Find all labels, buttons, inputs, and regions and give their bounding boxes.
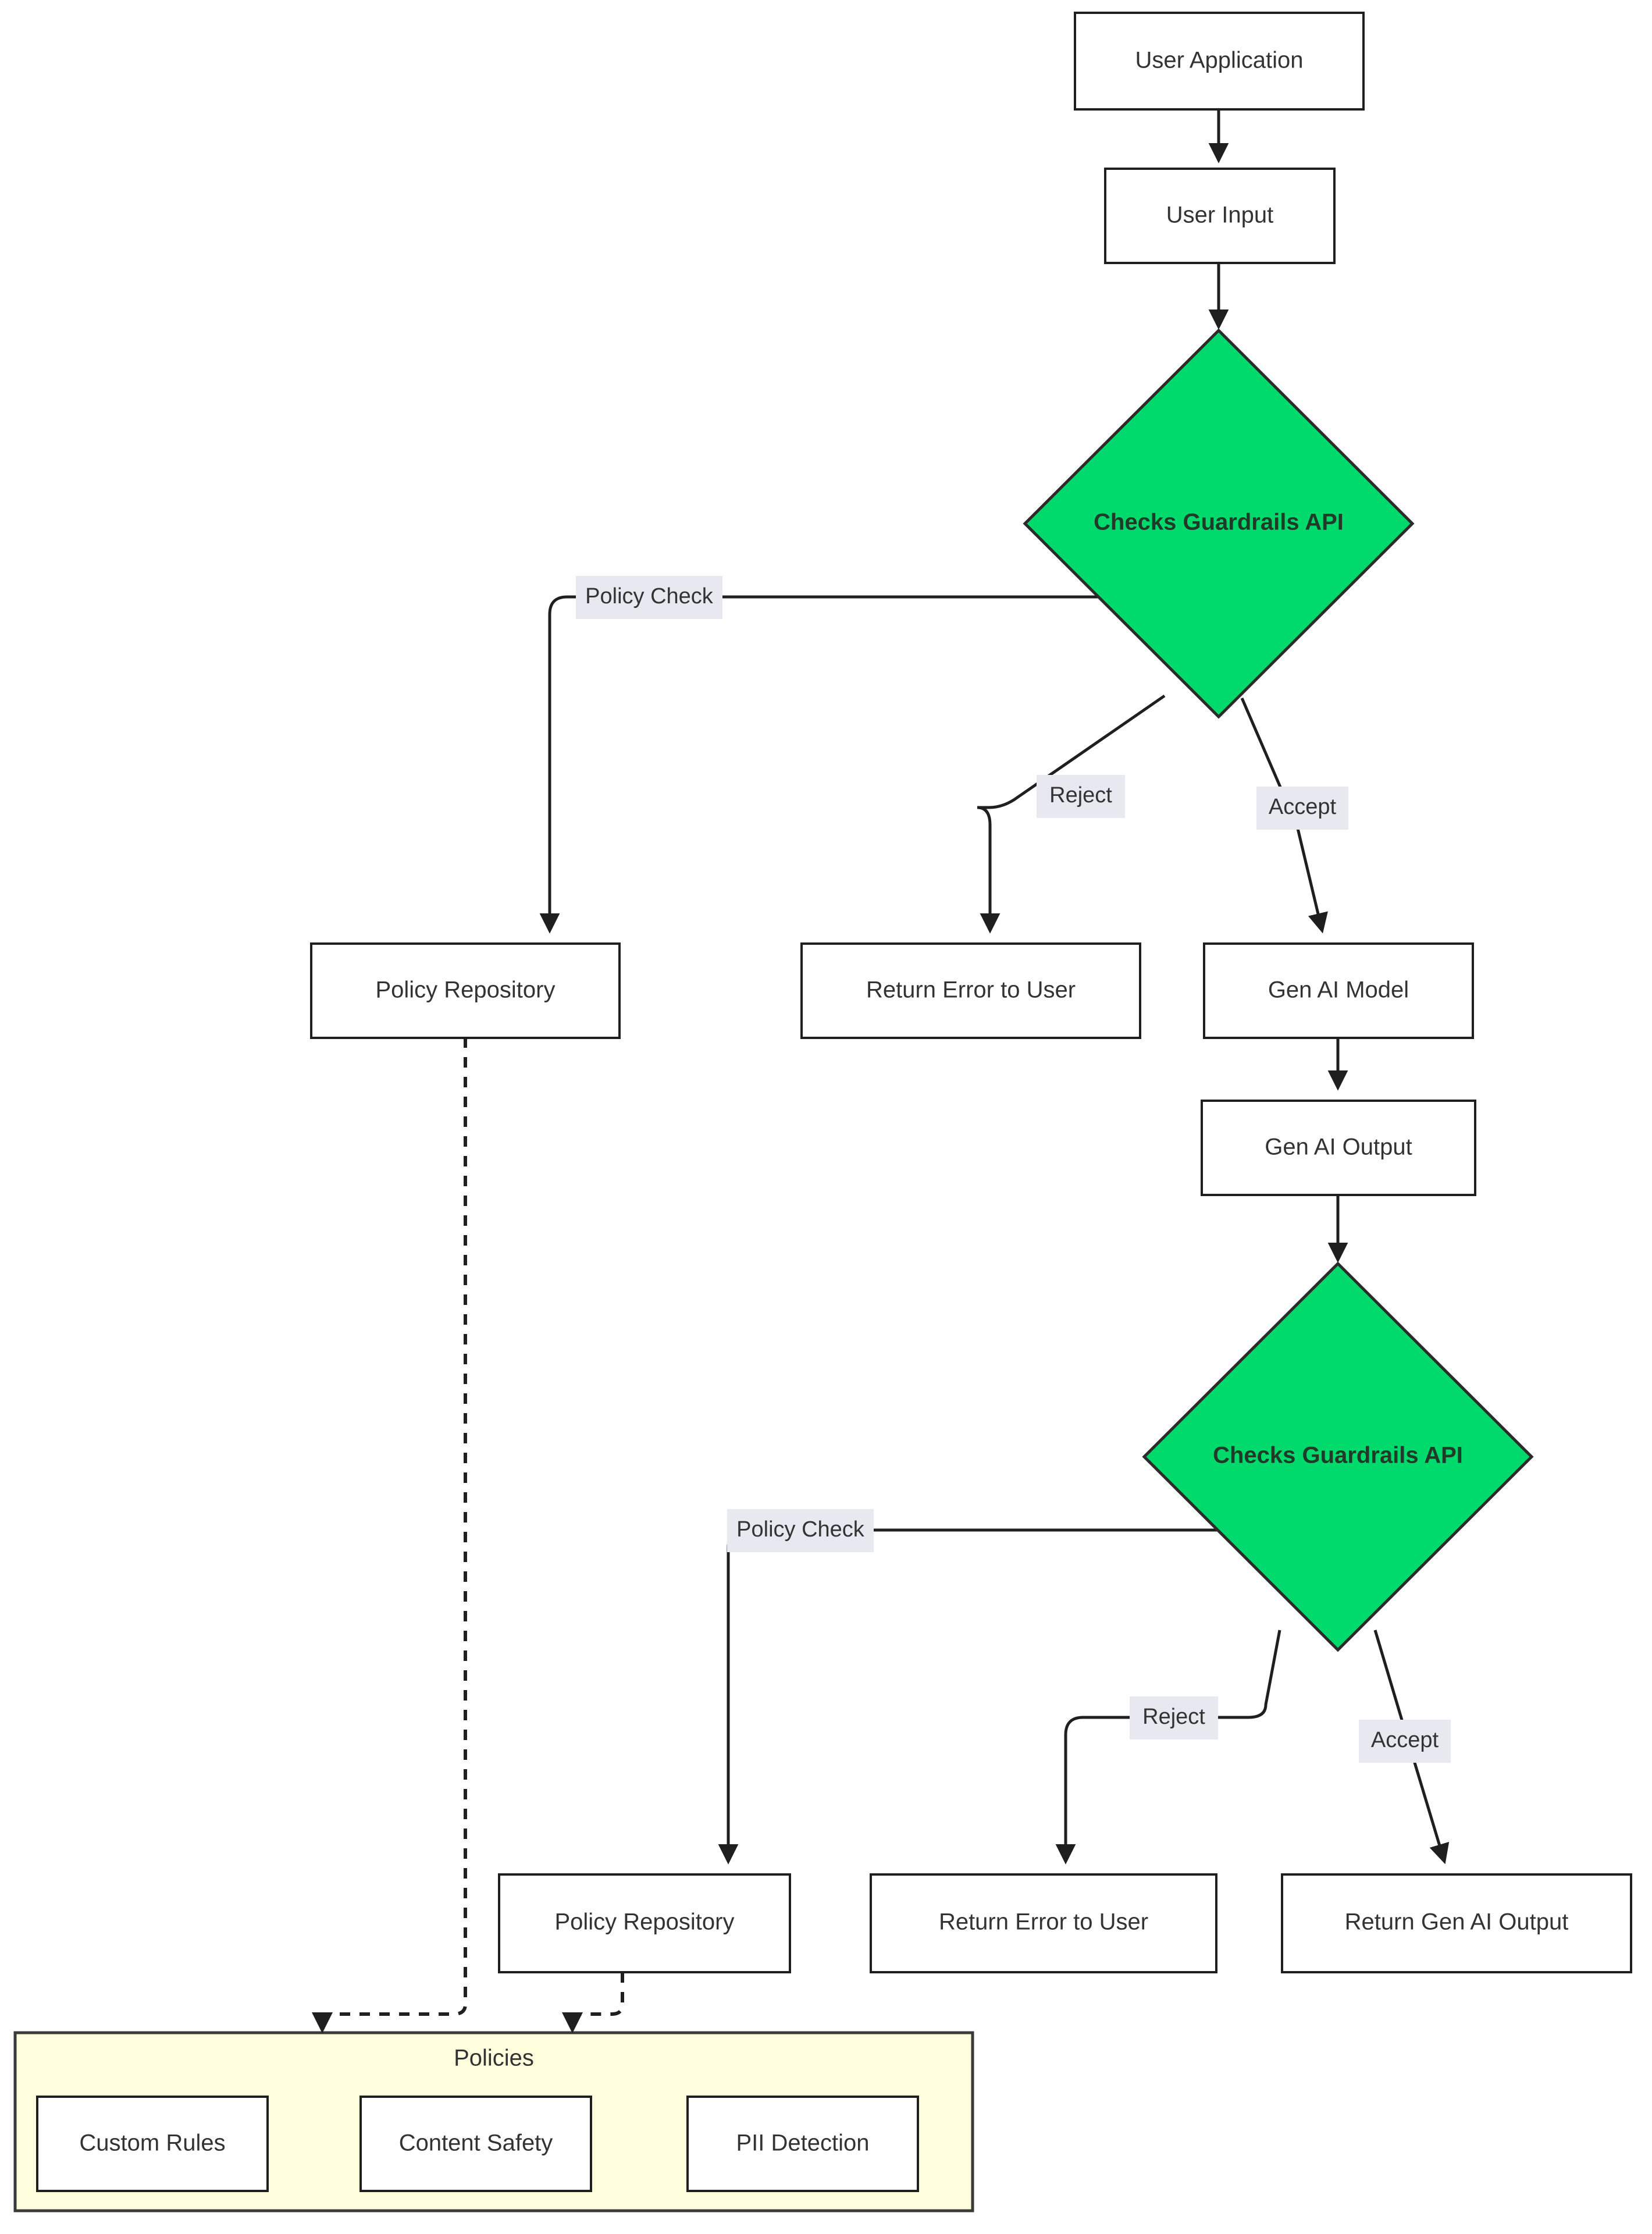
node-policy-repository-output-label: Policy Repository	[554, 1909, 734, 1935]
node-custom-rules-box[interactable]	[36, 2096, 269, 2192]
edge-label-reject-1: Reject	[1037, 775, 1125, 818]
node-policy-repository-input-box[interactable]	[310, 942, 621, 1039]
edge-label-reject-2: Reject	[1130, 1696, 1218, 1739]
node-custom-rules-label: Custom Rules	[79, 2130, 225, 2156]
node-return-error-output-box[interactable]	[870, 1873, 1217, 1973]
node-user-input[interactable]: User Input	[1104, 168, 1336, 264]
node-pii-detection-box[interactable]	[686, 2096, 919, 2192]
node-gen-ai-output-label: Gen AI Output	[1265, 1134, 1412, 1160]
edge-label-policy-check-1-bg	[576, 576, 722, 619]
edge-label-policy-check-2-text: Policy Check	[736, 1517, 865, 1542]
node-return-error-input-label: Return Error to User	[866, 977, 1076, 1003]
node-gen-ai-model-label: Gen AI Model	[1268, 977, 1409, 1003]
node-guardrails-output[interactable]: Checks Guardrails API	[1142, 1261, 1534, 1652]
node-user-application[interactable]: User Application	[1074, 12, 1365, 111]
edge-policy-repository-2-to-policies	[562, 1972, 624, 2033]
node-gen-ai-output-box[interactable]	[1201, 1100, 1476, 1196]
node-guardrails-input-diamond[interactable]	[1023, 328, 1415, 719]
edge-label-accept-2-bg	[1359, 1720, 1451, 1763]
edge-guardrails-output-to-return-error-2	[1055, 1630, 1281, 1865]
node-policy-repository-output[interactable]: Policy Repository	[498, 1873, 791, 1973]
subgraph-policies: Policies Custom Rules Content Safety PII…	[13, 2031, 974, 2212]
node-policy-repository-input[interactable]: Policy Repository	[310, 942, 621, 1039]
node-user-input-label: User Input	[1166, 202, 1274, 228]
edge-label-reject-1-text: Reject	[1049, 783, 1112, 807]
node-pii-detection-label: PII Detection	[736, 2130, 869, 2156]
node-gen-ai-model-box[interactable]	[1203, 942, 1474, 1039]
edge-label-accept-1: Accept	[1256, 787, 1348, 830]
node-content-safety-box[interactable]	[359, 2096, 592, 2192]
subgraph-policies-title: Policies	[454, 2046, 534, 2071]
node-gen-ai-output[interactable]: Gen AI Output	[1201, 1100, 1476, 1196]
node-policy-repository-output-box[interactable]	[498, 1873, 791, 1973]
node-guardrails-input[interactable]: Checks Guardrails API	[1023, 328, 1415, 719]
node-user-application-label: User Application	[1135, 48, 1303, 73]
edge-label-accept-1-text: Accept	[1269, 795, 1337, 819]
node-return-error-output[interactable]: Return Error to User	[870, 1873, 1217, 1973]
edge-label-reject-1-bg	[1037, 775, 1125, 818]
node-return-gen-ai-output-label: Return Gen AI Output	[1345, 1909, 1569, 1935]
edge-label-accept-2: Accept	[1359, 1720, 1451, 1763]
edge-guardrails-output-to-policy-repository-2	[718, 1528, 1226, 1865]
node-guardrails-output-label: Checks Guardrails API	[1213, 1443, 1463, 1468]
node-return-gen-ai-output-box[interactable]	[1281, 1873, 1632, 1973]
edge-label-policy-check-1: Policy Check	[576, 576, 722, 619]
edge-policy-repository-1-to-policies	[312, 1037, 467, 2033]
edge-label-accept-1-bg	[1256, 787, 1348, 830]
node-return-error-input-box[interactable]	[800, 942, 1141, 1039]
edge-label-policy-check-1-text: Policy Check	[585, 584, 714, 609]
edge-label-policy-check-2-bg	[727, 1509, 874, 1552]
node-gen-ai-model[interactable]: Gen AI Model	[1203, 942, 1474, 1039]
node-policy-repository-input-label: Policy Repository	[375, 977, 555, 1003]
edge-label-accept-2-text: Accept	[1371, 1728, 1439, 1752]
node-guardrails-output-diamond[interactable]	[1142, 1261, 1534, 1652]
edge-guardrails-input-to-return-error	[977, 694, 1166, 934]
node-return-gen-ai-output[interactable]: Return Gen AI Output	[1281, 1873, 1632, 1973]
node-user-application-box[interactable]	[1074, 12, 1365, 111]
node-return-error-input[interactable]: Return Error to User	[800, 942, 1141, 1039]
edge-guardrails-input-to-policy-repository	[539, 595, 1110, 934]
edge-label-policy-check-2: Policy Check	[727, 1509, 874, 1552]
edge-label-reject-2-text: Reject	[1142, 1705, 1205, 1729]
edge-label-reject-2-bg	[1130, 1696, 1218, 1739]
node-guardrails-input-label: Checks Guardrails API	[1094, 510, 1344, 535]
node-return-error-output-label: Return Error to User	[939, 1909, 1148, 1935]
node-user-input-box[interactable]	[1104, 168, 1336, 264]
node-content-safety-label: Content Safety	[399, 2130, 553, 2156]
